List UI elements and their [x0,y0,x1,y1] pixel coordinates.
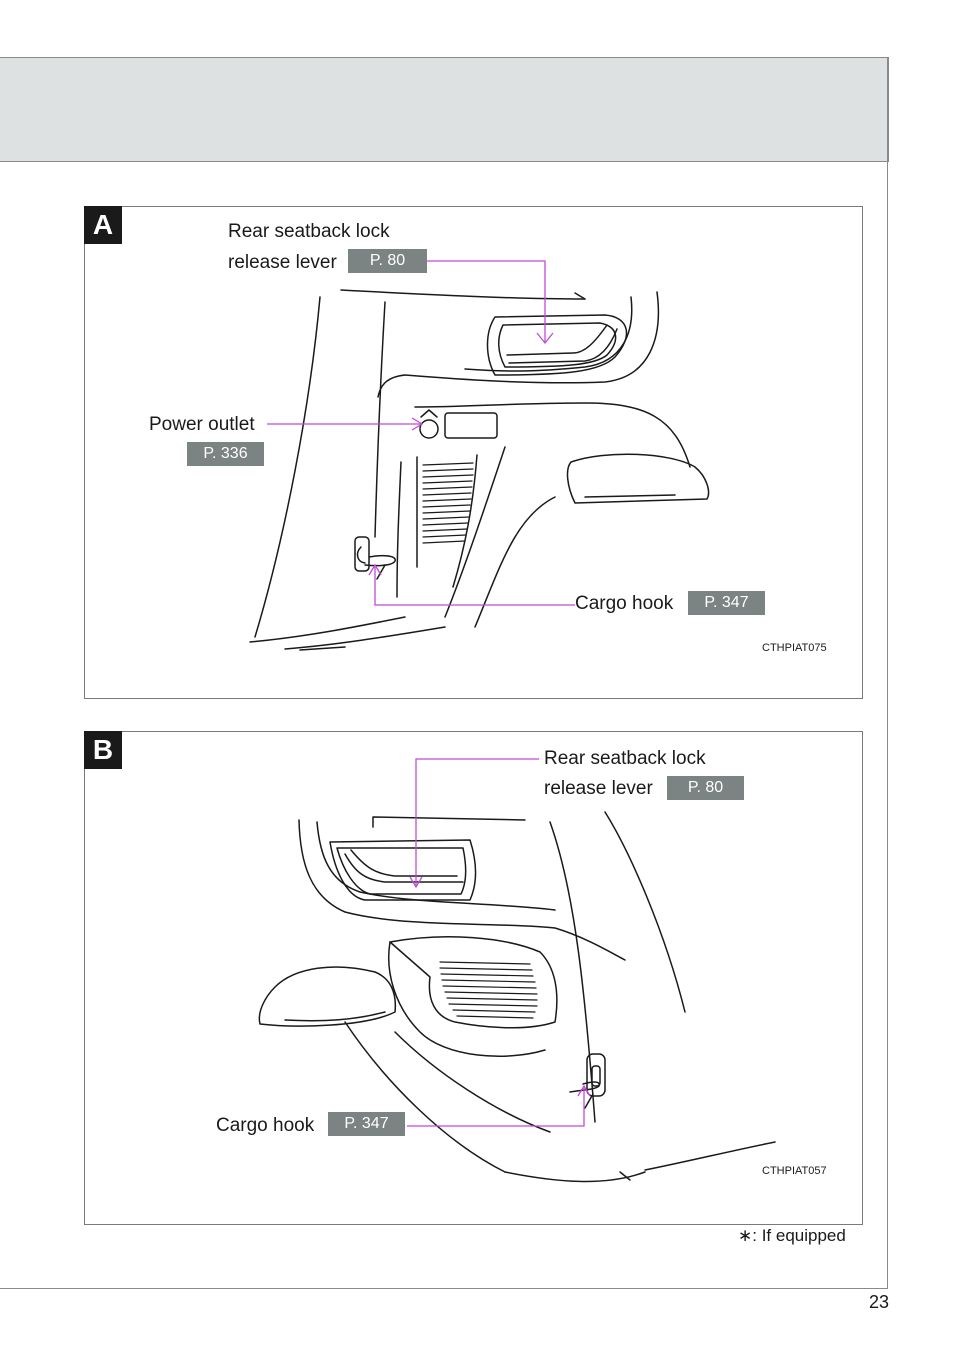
footnote: ∗: If equipped [738,1226,846,1245]
panel-b: B [84,731,863,1225]
lever-label-line1: Rear seatback lock [544,748,706,769]
image-code: CTHPIAT075 [762,642,827,654]
panel-a: A [84,206,863,699]
page-number: 23 [869,1292,890,1312]
lever-label-line2: release lever [228,252,337,273]
hook-page-ref[interactable]: P. 347 [328,1112,405,1136]
lever-label-line1: Rear seatback lock [228,221,390,242]
panel-b-illustration [258,758,776,1183]
lever-label-line2: release lever [544,778,653,799]
header-band [0,57,889,162]
outlet-label: Power outlet [149,414,255,435]
hook-label: Cargo hook [575,593,674,614]
lever-page-ref[interactable]: P. 80 [348,249,427,273]
panel-tag-a: A [84,206,122,244]
hook-page-ref[interactable]: P. 347 [688,591,765,615]
panel-a-illustration [249,260,710,651]
hook-label: Cargo hook [216,1115,315,1136]
bottom-rule [0,1288,888,1289]
outlet-page-ref[interactable]: P. 336 [187,442,264,466]
right-margin-rule [887,57,888,1289]
lever-page-ref[interactable]: P. 80 [667,776,744,800]
image-code: CTHPIAT057 [762,1165,827,1177]
panel-tag-b: B [84,731,122,769]
